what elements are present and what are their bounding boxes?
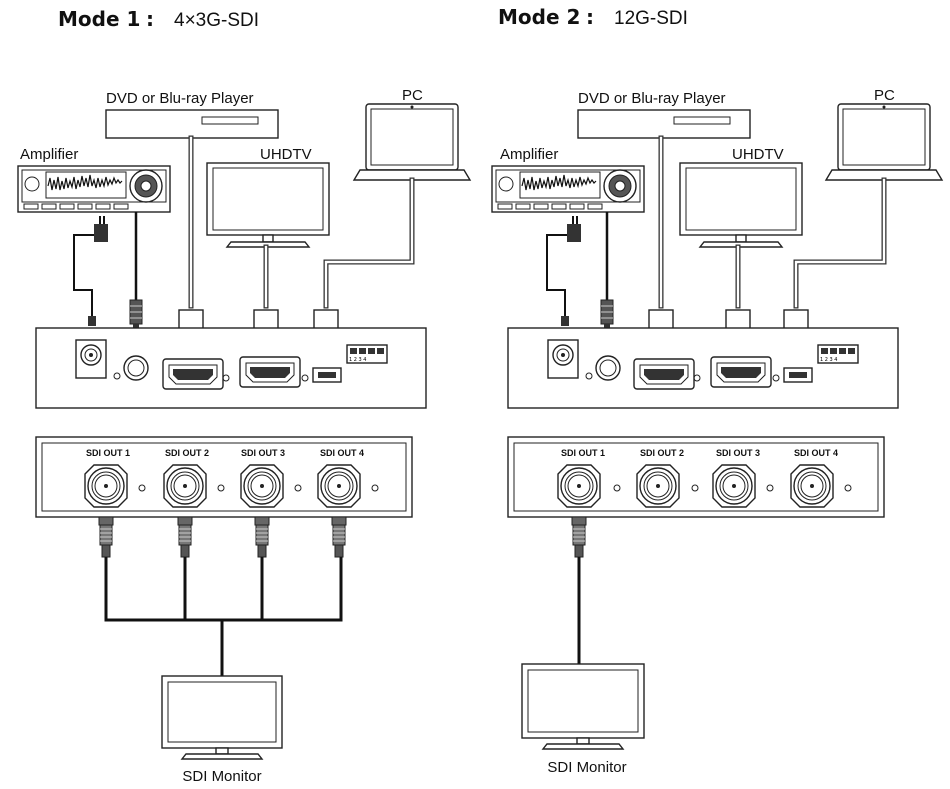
mode-title: Mode 2 <box>498 5 580 29</box>
svg-text:1 2 3 4: 1 2 3 4 <box>820 357 838 363</box>
svg-text:SDI OUT 3: SDI OUT 3 <box>241 448 285 458</box>
svg-text:SDI OUT 1: SDI OUT 1 <box>86 448 130 458</box>
tv-icon <box>206 162 330 248</box>
player-label: DVD or Blu-ray Player <box>578 90 726 107</box>
sdi-monitor-icon <box>161 675 283 760</box>
sdi-port-1: SDI OUT 1 <box>557 448 621 508</box>
amplifier-label: Amplifier <box>20 146 78 163</box>
amplifier-icon <box>17 165 171 213</box>
amplifier-label: Amplifier <box>500 146 558 163</box>
svg-text:SDI OUT 2: SDI OUT 2 <box>165 448 209 458</box>
mode-separator: : <box>146 7 154 31</box>
sdi-port-4: SDI OUT 4 <box>790 448 852 508</box>
amplifier-icon <box>491 165 645 213</box>
sdi-port-2: SDI OUT 2 <box>636 448 699 508</box>
svg-text:SDI OUT 2: SDI OUT 2 <box>640 448 684 458</box>
laptop-icon <box>825 103 943 181</box>
mode-title: Mode 1 <box>58 7 140 31</box>
sdi-port-4: SDI OUT 4 <box>317 448 379 508</box>
sdi-port-2: SDI OUT 2 <box>163 448 225 508</box>
sdi-port-3: SDI OUT 3 <box>240 448 302 508</box>
svg-text:SDI OUT 4: SDI OUT 4 <box>794 448 838 458</box>
pc-label: PC <box>402 87 423 104</box>
laptop-icon <box>353 103 471 181</box>
pc-label: PC <box>874 87 895 104</box>
player-label: DVD or Blu-ray Player <box>106 90 254 107</box>
svg-text:SDI OUT 4: SDI OUT 4 <box>320 448 364 458</box>
mode-separator: : <box>586 5 594 29</box>
mode-subtitle: 4×3G-SDI <box>174 10 259 31</box>
mode-2-panel: Mode 2 : 12G-SDI DVD or Blu-ray Player P… <box>491 5 943 776</box>
dvd-player-icon <box>105 109 279 139</box>
dvd-player-icon <box>577 109 751 139</box>
uhdtv-label: UHDTV <box>260 146 312 163</box>
svg-text:1 2 3 4: 1 2 3 4 <box>349 357 367 363</box>
uhdtv-label: UHDTV <box>732 146 784 163</box>
svg-text:SDI OUT 3: SDI OUT 3 <box>716 448 760 458</box>
tv-icon <box>679 162 803 248</box>
svg-text:SDI OUT 1: SDI OUT 1 <box>561 448 605 458</box>
sdi-port-1: SDI OUT 1 <box>84 448 146 508</box>
monitor-label: SDI Monitor <box>182 768 261 785</box>
sdi-monitor-icon <box>521 663 645 750</box>
sdi-port-3: SDI OUT 3 <box>712 448 774 508</box>
mode-subtitle: 12G-SDI <box>614 8 688 29</box>
monitor-label: SDI Monitor <box>547 759 626 776</box>
mode-1-panel: Mode 1 : 4×3G-SDI DVD or Blu-ray Player … <box>17 7 471 785</box>
